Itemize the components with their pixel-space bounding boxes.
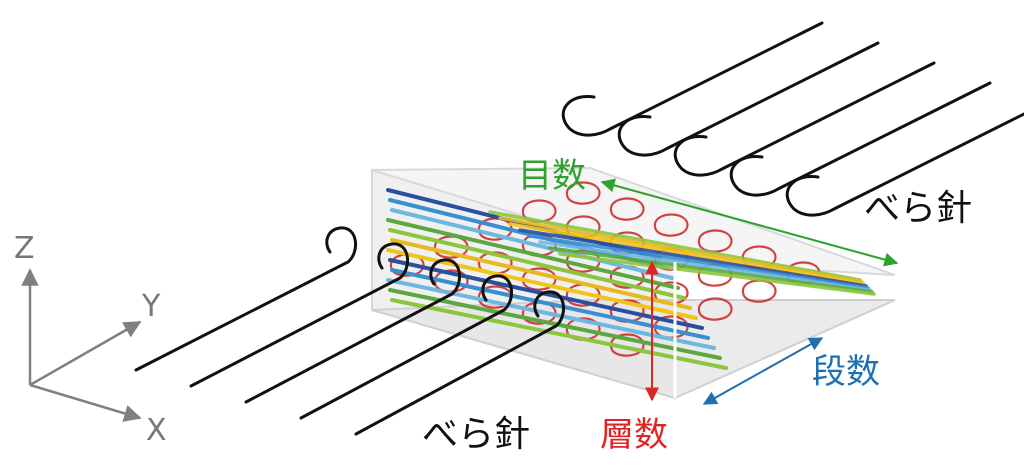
dimension-arrows [600, 178, 899, 405]
yarn-strand [390, 208, 674, 280]
layers-label: 層数 [600, 415, 668, 455]
yarn-strand [386, 278, 716, 350]
front-needle [189, 242, 409, 388]
axis-indicator: Z Y X [14, 231, 167, 448]
yarn-strand [386, 218, 680, 290]
yarn-strand [390, 238, 692, 310]
front-needle [134, 226, 357, 372]
needle-back-label: べら針 [864, 188, 972, 229]
front-needle-row [134, 226, 565, 436]
yarn-strand [388, 228, 686, 300]
yarn-loop [609, 265, 645, 289]
stitches-arrow [600, 178, 899, 267]
yarn-strand [390, 298, 728, 370]
y-axis [29, 320, 142, 387]
z-axis-label: Z [14, 231, 35, 266]
courses-arrow [702, 337, 824, 405]
x-axis-label: X [146, 413, 167, 448]
back-needle [673, 61, 936, 177]
front-needle [354, 290, 565, 436]
front-needle [299, 274, 513, 420]
yarn-loop [565, 181, 601, 205]
y-axis-label: Y [141, 289, 161, 324]
stitches-label: 目数 [518, 156, 586, 196]
front-needle [244, 258, 461, 404]
needle-front-label: べら針 [422, 414, 530, 455]
back-needle [561, 21, 824, 137]
yarn-loop [697, 297, 733, 321]
x-axis [29, 383, 142, 422]
courses-label: 段数 [812, 352, 880, 392]
yarn-loop [741, 279, 777, 303]
back-needle [617, 41, 880, 157]
yarn-strand [388, 288, 722, 360]
